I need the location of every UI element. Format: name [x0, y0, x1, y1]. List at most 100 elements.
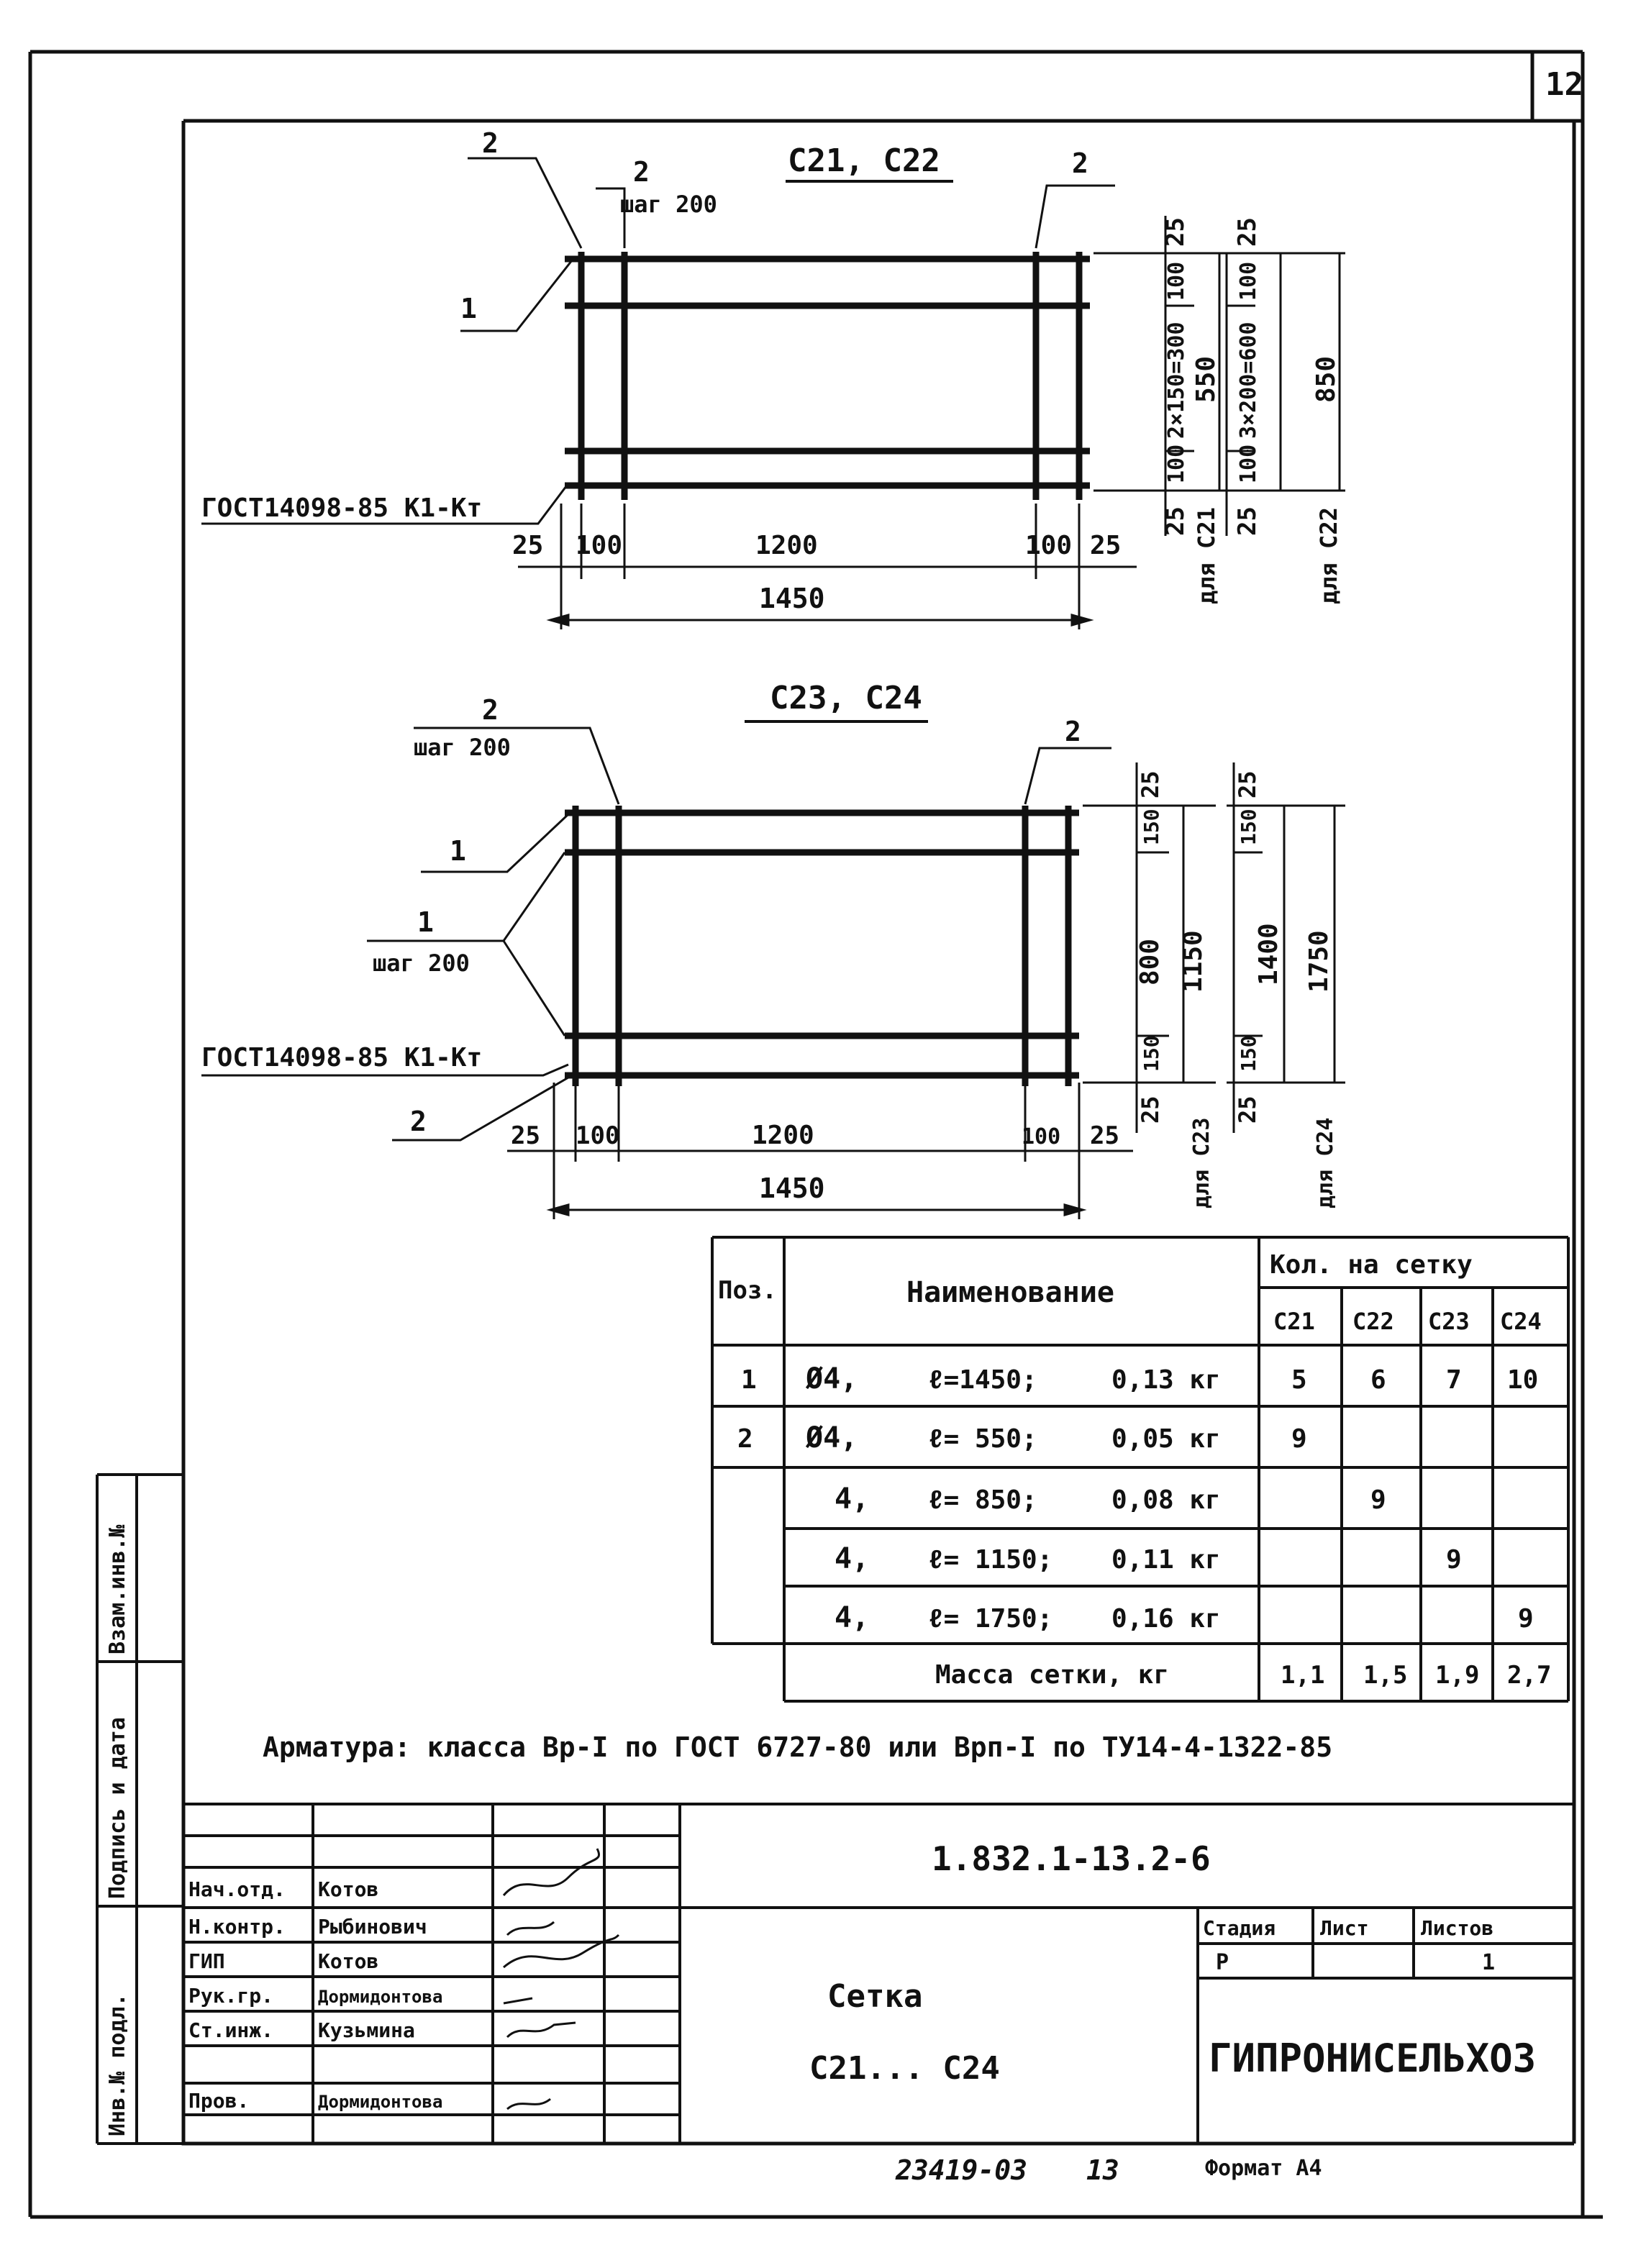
spec-row3-dia: 4,: [835, 1483, 869, 1516]
top-rebar-2-step-num: 2: [633, 156, 650, 188]
c24-dim-25-bottom: 25: [1234, 1096, 1261, 1124]
spec-mass-label: Масса сетки, кг: [935, 1660, 1169, 1690]
top-rebar-2-step: шаг 200: [620, 191, 717, 218]
c23-dim-25-bottom: 25: [1137, 1096, 1164, 1124]
c22-dim-25-top: 25: [1233, 217, 1262, 247]
bottom-dim-25-right: 25: [1090, 1121, 1119, 1150]
spec-row1-q-c24: 10: [1507, 1365, 1538, 1395]
doc-code: 1.832.1-13.2-6: [932, 1839, 1211, 1878]
stamp-replace-inv: Взам.инв.№: [105, 1524, 130, 1654]
top-dims-bottom: [518, 504, 1137, 629]
name-1: Котов: [318, 1877, 378, 1901]
c22-dim-25-bottom: 25: [1233, 506, 1262, 536]
c21-dim-25-bottom: 25: [1161, 506, 1190, 536]
sheets-value: 1: [1482, 1950, 1495, 1975]
top-rebar-2-left: 2: [482, 127, 499, 159]
spec-row2-dia: Ø4,: [805, 1421, 858, 1454]
top-view: С21, С22 2 2 шаг 200 2 1 ГОСТ14098-85 К1…: [201, 127, 1345, 629]
name-6: Дормидонтова: [318, 2092, 442, 2112]
footer-format: Формат А4: [1205, 2156, 1322, 2181]
spec-row3-len: ℓ= 850;: [928, 1485, 1037, 1515]
bottom-rebar-2-low: 2: [410, 1106, 427, 1137]
org-name: ГИПРОНИСЕЛЬХОЗ: [1209, 2036, 1536, 2081]
spec-row1-q-c22: 6: [1370, 1365, 1386, 1395]
spec-mass-c24: 2,7: [1507, 1661, 1551, 1690]
spec-row5-mass: 0,16 кг: [1111, 1604, 1221, 1634]
top-grid-mesh: [565, 252, 1090, 500]
role-2: Н.контр.: [188, 1915, 286, 1939]
top-view-title: С21, С22: [788, 142, 940, 179]
c21-dim-100-bottom: 100: [1164, 445, 1189, 483]
c23-label: для С23: [1189, 1118, 1214, 1208]
c23-dim-total: 1150: [1178, 930, 1208, 993]
role-1: Нач.отд.: [188, 1877, 286, 1901]
top-dim-100-right: 100: [1025, 531, 1072, 560]
name-2: Рыбинович: [318, 1915, 427, 1939]
top-dim-100-left: 100: [576, 531, 622, 560]
name-4: Дормидонтова: [318, 1987, 442, 2007]
spec-row3-q-c22: 9: [1370, 1485, 1386, 1515]
spec-row2-q-c21: 9: [1291, 1424, 1307, 1454]
top-dim-25-right: 25: [1090, 531, 1121, 560]
c21-dim-100-top: 100: [1164, 262, 1189, 301]
bottom-leaders: [201, 727, 1111, 1142]
stamp-signature-date: Подпись и дата: [105, 1717, 130, 1899]
role-6: Пров.: [188, 2089, 249, 2113]
c22-dim-total: 850: [1311, 356, 1341, 403]
bottom-rebar-1: 1: [450, 835, 466, 867]
name-3: Котов: [318, 1949, 378, 1973]
c22-dim-100-top: 100: [1236, 262, 1261, 301]
bottom-view-title: С23, С24: [770, 680, 922, 716]
bottom-dims-bottom: [507, 1083, 1133, 1219]
item-range: С21... С24: [809, 2050, 1000, 2087]
sheets-label: Листов: [1421, 1916, 1493, 1940]
top-dim-25-left: 25: [512, 531, 543, 560]
name-5: Кузьмина: [318, 2018, 415, 2042]
spec-row4-len: ℓ= 1150;: [928, 1545, 1052, 1575]
signatures: [502, 1848, 620, 2110]
bottom-rebar-1-step-num: 1: [417, 906, 434, 938]
spec-row3-mass: 0,08 кг: [1111, 1485, 1221, 1515]
bottom-dim-1200: 1200: [752, 1121, 814, 1150]
top-rebar-2-right: 2: [1072, 147, 1088, 179]
c22-dim-100-bottom: 100: [1236, 445, 1261, 483]
spec-grid-c21: С21: [1273, 1308, 1315, 1335]
bottom-gost-label: ГОСТ14098-85 К1-Кт: [201, 1043, 482, 1072]
spec-row4-mass: 0,11 кг: [1111, 1545, 1221, 1575]
bottom-rebar-2-right: 2: [1065, 716, 1081, 747]
c23-dim-25-top: 25: [1137, 770, 1164, 798]
spec-grid-c22: С22: [1352, 1308, 1394, 1335]
spec-mass-c22: 1,5: [1363, 1661, 1407, 1690]
bottom-rebar-1-step: шаг 200: [373, 949, 470, 977]
spec-row5-dia: 4,: [835, 1601, 869, 1634]
c21-dim-25-top: 25: [1161, 217, 1190, 247]
spec-row2-pos: 2: [737, 1424, 753, 1454]
bottom-dim-100-right: 100: [1022, 1124, 1060, 1149]
bottom-view: С23, С24 2 шаг 200 2 1 1 шаг 200 ГОСТ140: [201, 680, 1345, 1219]
spec-row1-q-c23: 7: [1446, 1365, 1462, 1395]
spec-mass-c21: 1,1: [1281, 1661, 1324, 1690]
c23-dim-inner: 800: [1135, 939, 1165, 985]
c24-dim-150-bottom: 150: [1237, 1035, 1260, 1072]
top-rebar-1: 1: [460, 293, 477, 324]
c22-dim-inner: 3×200=600: [1236, 322, 1261, 439]
role-4: Рук.гр.: [188, 1984, 273, 2008]
spec-row4-dia: 4,: [835, 1542, 869, 1575]
item-name: Сетка: [827, 1978, 922, 2015]
spec-row1-q-c21: 5: [1291, 1365, 1307, 1395]
spec-col-name: Наименование: [906, 1276, 1114, 1309]
stage-label: Стадия: [1203, 1916, 1276, 1940]
spec-mass-c23: 1,9: [1435, 1661, 1479, 1690]
c24-dim-inner: 1400: [1254, 923, 1283, 985]
c21-dim-total: 550: [1191, 356, 1221, 403]
top-dims-c22: [1219, 252, 1345, 536]
sheet-number: 12: [1545, 66, 1583, 103]
top-gost-label: ГОСТ14098-85 К1-Кт: [201, 493, 482, 523]
bottom-dims-c24: [1227, 762, 1345, 1133]
spec-row1-len: ℓ=1450;: [928, 1365, 1037, 1395]
spec-row2-len: ℓ= 550;: [928, 1424, 1037, 1454]
c21-dim-inner: 2×150=300: [1164, 322, 1189, 439]
bottom-dims-c23: [1083, 762, 1216, 1133]
top-dim-1200: 1200: [755, 531, 818, 560]
